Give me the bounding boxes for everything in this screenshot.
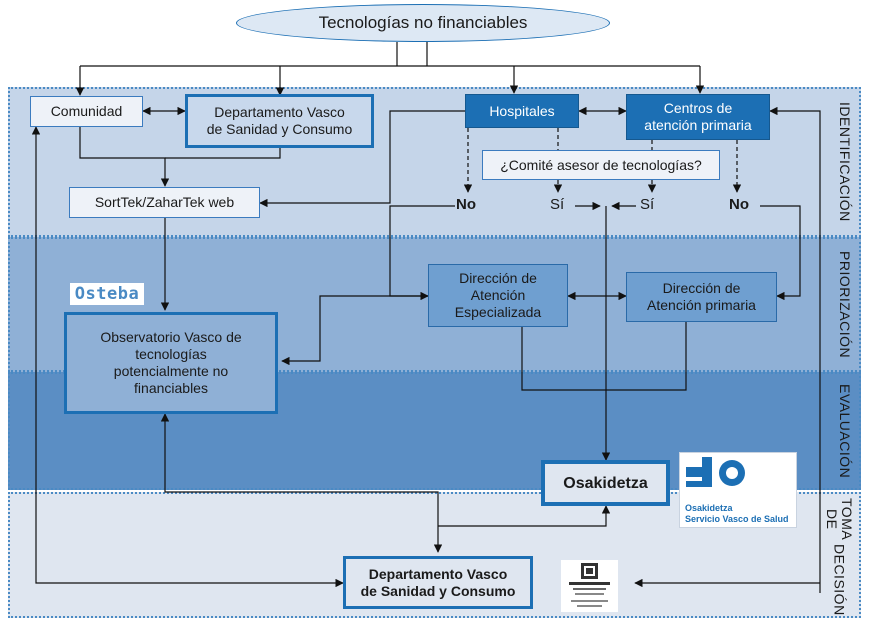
departamento-bottom-line2: de Sanidad y Consumo: [360, 582, 516, 599]
direccion-ap-line1: Dirección de: [662, 280, 741, 296]
decision-label-line2: DECISIÓN: [831, 544, 848, 616]
si-right-label: Sí: [640, 196, 655, 213]
gobierno-vasco-logo: [561, 560, 618, 612]
centros-line1: Centros de: [663, 100, 733, 116]
observatorio-line1: Observatorio Vasco de: [100, 329, 242, 345]
departamento-top-node: Departamento Vasco de Sanidad y Consumo: [185, 94, 374, 148]
direccion-esp-line3: Especializada: [454, 304, 542, 320]
osakidetza-logo-line2: Servicio Vasco de Salud: [685, 514, 789, 524]
hospitales-node: Hospitales: [465, 94, 579, 128]
centros-node: Centros de atención primaria: [626, 94, 770, 140]
observatorio-node: Observatorio Vasco de tecnologías potenc…: [64, 312, 278, 414]
osakidetza-logo: Osakidetza Servicio Vasco de Salud: [679, 452, 797, 528]
direccion-ap-line2: Atención primaria: [647, 297, 756, 313]
decision-label-line1: TOMA DE: [824, 498, 855, 541]
observatorio-line2: tecnologías: [135, 346, 207, 362]
title-ellipse: Tecnologías no financiables: [236, 4, 610, 42]
prioritization-label: PRIORIZACIÓN: [837, 250, 853, 359]
osteba-logo: Osteba: [70, 283, 144, 305]
sorttek-node: SortTek/ZaharTek web: [69, 187, 260, 218]
si-left-label: Sí: [550, 196, 565, 213]
departamento-bottom-node: Departamento Vasco de Sanidad y Consumo: [343, 556, 533, 609]
osteba-logo-text: Osteba: [74, 284, 140, 304]
direccion-esp-line1: Dirección de: [459, 270, 537, 286]
osakidetza-logo-line1: Osakidetza: [685, 503, 733, 513]
no-right-label: No: [729, 196, 749, 213]
direccion-ap-node: Dirección de Atención primaria: [626, 272, 777, 322]
osakidetza-emblem-icon: [686, 457, 745, 487]
comunidad-node: Comunidad: [30, 96, 143, 127]
observatorio-line3: potencialmente no: [113, 363, 229, 379]
direccion-esp-line2: Atención: [470, 287, 526, 303]
departamento-top-line1: Departamento Vasco: [214, 104, 345, 120]
centros-line2: atención primaria: [644, 117, 752, 133]
no-left-label: No: [456, 196, 476, 213]
evaluation-label: EVALUACIÓN: [837, 383, 853, 479]
decision-label: TOMA DE DECISIÓN: [819, 494, 859, 616]
osakidetza-node: Osakidetza: [541, 460, 670, 506]
direccion-especializada-node: Dirección de Atención Especializada: [428, 264, 568, 327]
gobierno-vasco-emblem-icon: [569, 563, 610, 607]
identification-label: IDENTIFICACIÓN: [837, 102, 853, 222]
observatorio-line4: financiables: [134, 380, 208, 396]
departamento-top-line2: de Sanidad y Consumo: [206, 121, 353, 137]
departamento-bottom-line1: Departamento Vasco: [368, 565, 508, 582]
comite-node: ¿Comité asesor de tecnologías?: [482, 150, 720, 180]
